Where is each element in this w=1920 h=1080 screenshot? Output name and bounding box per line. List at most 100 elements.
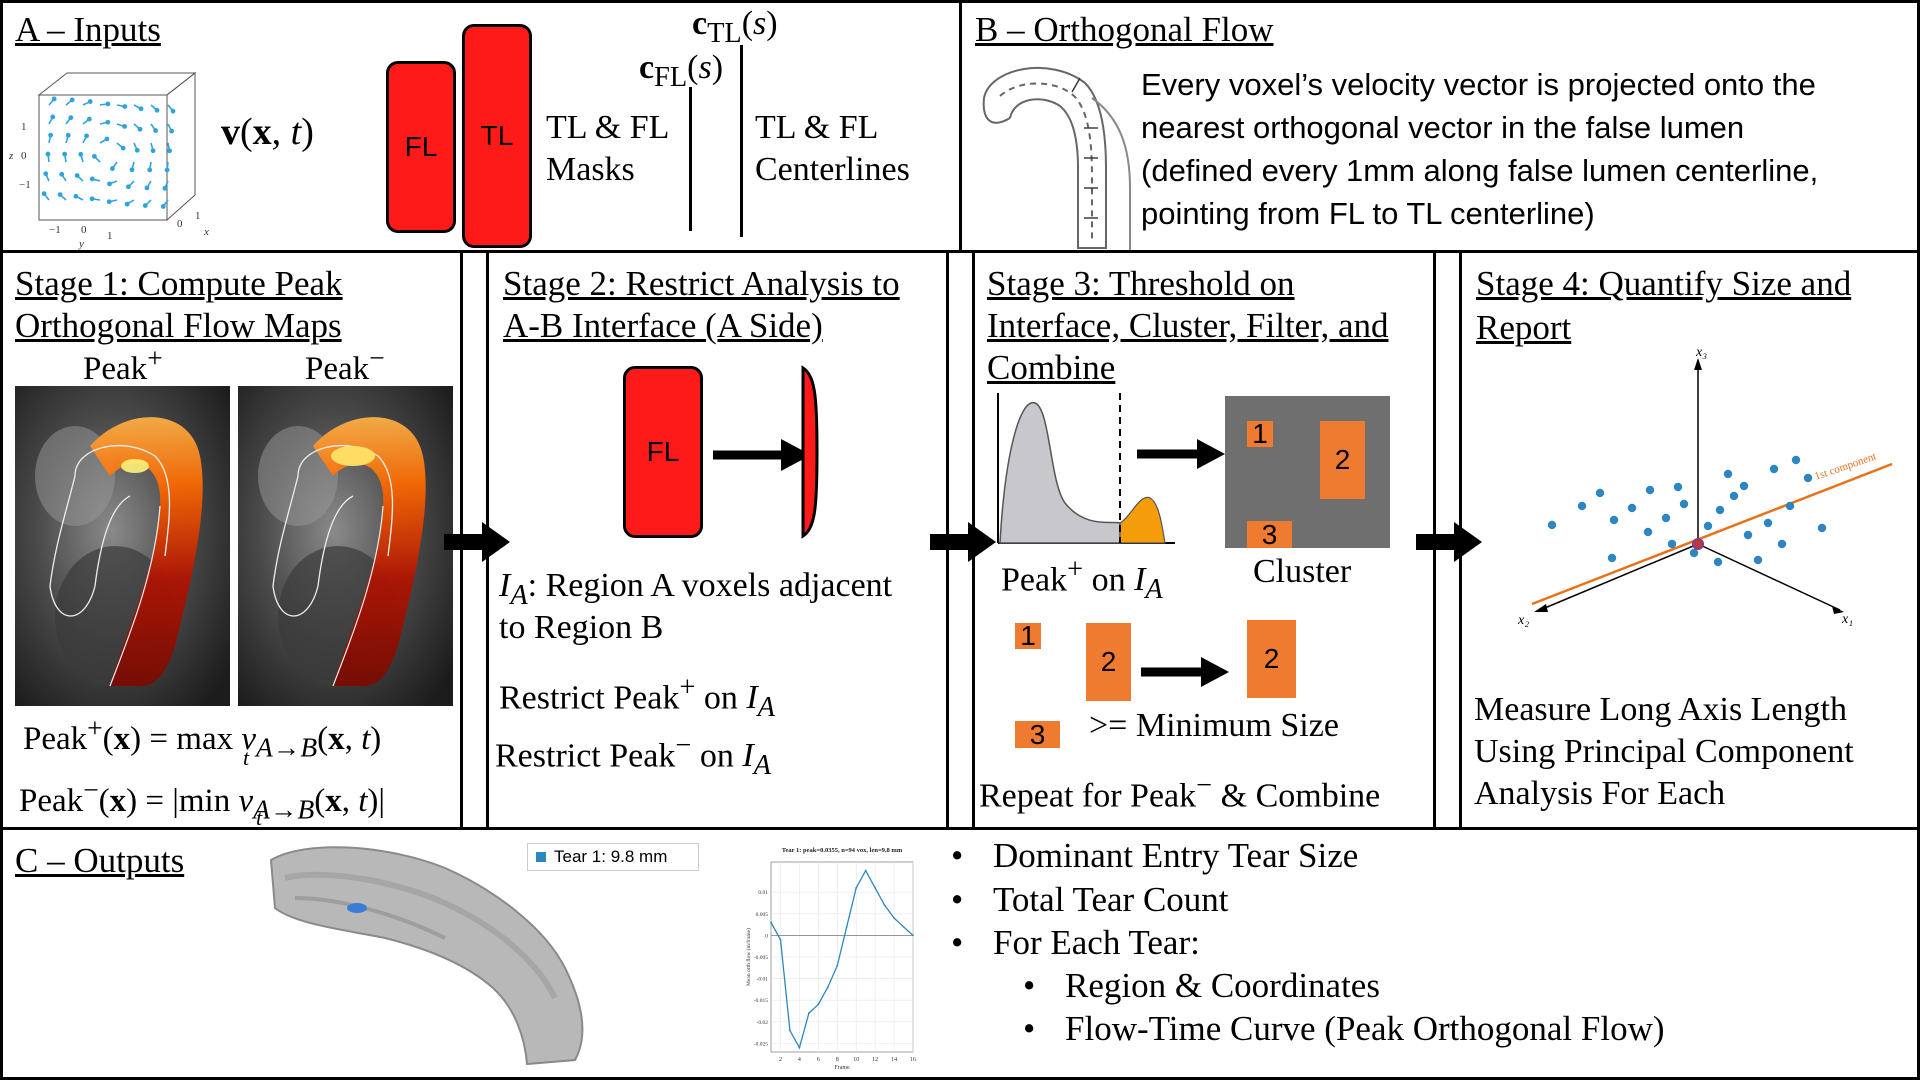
interface-strip [801, 365, 819, 539]
cluster-2: 2 [1320, 421, 1365, 499]
formula-subscript-t: t [256, 805, 263, 830]
cluster-label: Cluster [1253, 553, 1352, 590]
output-bullet: For Each Tear: [951, 921, 1200, 965]
axis-label-y: y [78, 238, 84, 250]
pca-data-point [1777, 539, 1787, 549]
peak-plus-formula: Peak+(x) = max vA→B(x, t) [23, 712, 382, 763]
pca-data-point [1679, 499, 1689, 509]
vector-arrow-head [89, 176, 95, 182]
vector-arrow-head [48, 132, 54, 138]
filter-cluster-1-label: 1 [1020, 620, 1036, 651]
pca-data-point [1607, 553, 1617, 563]
filter-cluster-3-label: 3 [1029, 718, 1046, 750]
pca-data-point [1673, 482, 1683, 492]
pca-data-point [1627, 503, 1637, 513]
pca-scatter-plot: x₃ x₂ x₁ 1st component [1517, 345, 1893, 628]
pca-center-point [1692, 538, 1704, 550]
chart-y-axis-label: Mean orth flow (m/frame) [745, 928, 752, 986]
fl-region-label: FL [646, 436, 680, 467]
filter-arrow [1141, 657, 1229, 687]
pca-data-point [1609, 515, 1619, 525]
chart-data-point [874, 887, 877, 889]
restrict-arrow [713, 439, 811, 471]
tear-3d-render [269, 846, 584, 1066]
chart-x-tick-label: 14 [891, 1057, 897, 1063]
chart-y-tick-label: 0.005 [756, 912, 769, 918]
panel-b-orthogonal-flow: B – Orthogonal Flow Every voxel’s veloci… [959, 0, 1920, 253]
interface-definition-line2: to Region B [499, 609, 664, 646]
stage-2-title-line2: A-B Interface (A Side) [503, 306, 823, 345]
chart-y-tick-label: -0.015 [754, 998, 768, 1004]
pca-data-point [1723, 469, 1733, 479]
vector-arrow-head [89, 196, 95, 202]
legend-label: Tear 1: 9.8 mm [554, 847, 668, 866]
axis-label-x: x [203, 226, 209, 238]
masks-label-line2: Masks [546, 151, 635, 188]
output-bullet: Total Tear Count [951, 878, 1228, 922]
vector-arrow-head [170, 108, 176, 114]
tick-label: 0 [81, 224, 87, 236]
minimum-size-label: >= Minimum Size [1089, 707, 1339, 744]
chart-data-point [912, 934, 914, 937]
cluster-map: 1 2 3 [1225, 396, 1390, 550]
chart-y-tick-label: -0.025 [754, 1041, 768, 1047]
chart-data-point [779, 938, 782, 941]
stage-4-title-line1: Stage 4: Quantify Size and [1476, 264, 1852, 303]
axis-x3-label: x₃ [1695, 345, 1707, 360]
description-line: (defined every 1mm along false lumen cen… [1141, 153, 1819, 188]
pca-data-point [1817, 523, 1827, 533]
fl-region-box: FL [623, 366, 703, 538]
vector-arrow-head [129, 167, 135, 173]
vector-arrow-head [68, 115, 74, 121]
chart-data-point [864, 869, 867, 872]
vector-arrow-head [50, 114, 56, 120]
vector-arrow-head [142, 203, 148, 208]
pca-data-point [1547, 520, 1557, 530]
pca-data-point [1729, 491, 1739, 501]
vector-arrow-head [105, 119, 111, 125]
threshold-histogram [997, 393, 1175, 544]
chart-data-point [770, 921, 772, 924]
chart-data-point [807, 1012, 810, 1015]
vector-arrow-head [120, 145, 126, 151]
peak-plus-mri-map [15, 386, 230, 706]
tick-label: 1 [195, 210, 201, 222]
stage-2-title-line1: Stage 2: Restrict Analysis to [503, 264, 900, 303]
stage-2-panel: Stage 2: Restrict Analysis to A-B Interf… [486, 250, 949, 830]
stage-3-panel: Stage 3: Threshold on Interface, Cluster… [972, 250, 1436, 830]
vector-arrow-head [69, 97, 75, 103]
vector-arrow-head [137, 126, 143, 132]
stage-3-title-line2: Interface, Cluster, Filter, and [987, 306, 1389, 345]
axis-label-z: z [8, 150, 14, 162]
vector-arrow-head [160, 204, 166, 209]
vector-arrow-head [122, 124, 128, 129]
tick-label: 0 [177, 218, 183, 230]
description-line: pointing from FL to TL centerline) [1141, 196, 1595, 231]
chart-data-point [826, 986, 829, 989]
interface-definition-line1: IA: Region A voxels adjacent [499, 567, 893, 611]
vector-arrow-head [105, 101, 111, 107]
tick-label: −1 [49, 224, 61, 236]
repeat-combine-label: Repeat for Peak− & Combine [979, 770, 1381, 815]
vector-arrow-head [144, 185, 150, 191]
pca-data-point [1715, 505, 1725, 515]
peak-minus-formula: Peak−(x) = |min vA→B(x, t)| [19, 774, 386, 825]
vector-arrow-head [124, 201, 130, 207]
vector-arrow-head [153, 128, 159, 133]
pca-data-point [1739, 481, 1749, 491]
vector-arrow-head [104, 136, 110, 142]
measure-text-line1: Measure Long Axis Length [1474, 691, 1847, 728]
peak-minus-heading: Peak− [305, 342, 385, 387]
description-line: Every voxel’s velocity vector is project… [1141, 67, 1816, 102]
chart-data-point [836, 964, 839, 967]
chart-y-tick-label: 0 [765, 933, 768, 939]
chart-y-tick-label: 0.01 [758, 890, 768, 896]
pca-data-point [1643, 527, 1653, 537]
pca-data-point [1803, 473, 1813, 483]
tl-mask-label: TL [480, 120, 514, 151]
measure-text-line2: Using Principal Component [1474, 733, 1854, 770]
chart-data-point [817, 1003, 820, 1006]
vector-arrow-head [43, 171, 49, 177]
vector-arrow-head [164, 167, 170, 173]
